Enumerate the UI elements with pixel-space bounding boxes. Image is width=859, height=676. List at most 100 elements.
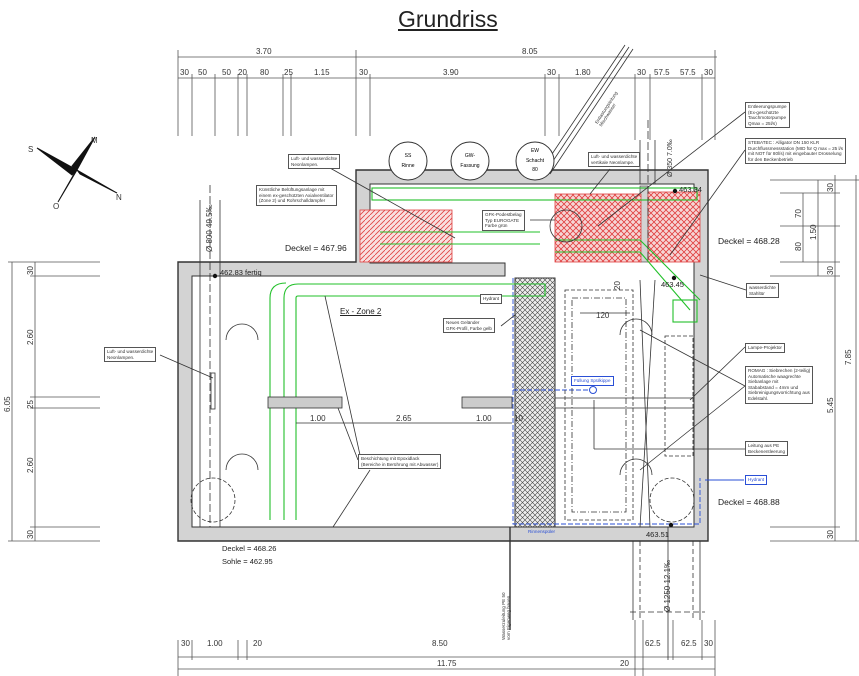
svg-text:5.45: 5.45: [826, 397, 835, 413]
callout-stebatec: STEBATEC : Alligator DN 150 KLR Durchflu…: [745, 138, 847, 165]
callout-lamp: Lampe-Projektor: [745, 343, 785, 353]
svg-text:20: 20: [238, 68, 247, 77]
svg-text:50: 50: [198, 68, 207, 77]
svg-text:30: 30: [359, 68, 368, 77]
callout-romag: ROMAG : Siebrechen (2-teilig) Automatisc…: [745, 366, 814, 404]
svg-text:1.80: 1.80: [575, 68, 591, 77]
svg-text:2.65: 2.65: [396, 414, 412, 423]
svg-text:30: 30: [826, 266, 835, 275]
svg-text:30: 30: [637, 68, 646, 77]
compass-icon: S M O N: [28, 136, 122, 211]
svg-text:57.5: 57.5: [654, 68, 670, 77]
callout-coating: Beschichtung mit Epoxidlack (Bereiche in…: [358, 454, 442, 470]
svg-text:Ø 800 49.5‰: Ø 800 49.5‰: [205, 204, 214, 252]
dimension-labels-left: 30 2.60 25 2.60 30 6.05: [3, 266, 35, 539]
svg-text:20: 20: [613, 281, 622, 290]
equipment-lines: [159, 44, 747, 660]
water-line: [512, 278, 744, 525]
grating-area: [514, 277, 556, 528]
svg-text:8.05: 8.05: [522, 47, 538, 56]
svg-text:57.5: 57.5: [680, 68, 696, 77]
svg-text:25: 25: [26, 400, 35, 409]
svg-text:30: 30: [826, 530, 835, 539]
callout-flush: Füllung Spülkippe: [571, 376, 614, 386]
svg-text:1.00: 1.00: [310, 414, 326, 423]
compass-s: S: [28, 145, 33, 154]
svg-text:Fassung: Fassung: [460, 163, 479, 169]
svg-text:Rinne: Rinne: [401, 163, 414, 169]
svg-text:10: 10: [514, 414, 523, 423]
compass-n: N: [116, 193, 122, 202]
svg-text:30: 30: [26, 266, 35, 275]
svg-text:80: 80: [794, 242, 803, 251]
channel-label: Rinnenspüler: [528, 529, 556, 534]
elevation-deckel-2: Deckel = 468.28: [718, 236, 780, 246]
callout-steel-door: wasserdichte Stahltür: [746, 283, 779, 299]
ventilation-duct: [269, 187, 701, 520]
compass-m: M: [91, 136, 98, 145]
svg-text:Ø 350 7.0‰: Ø 350 7.0‰: [667, 139, 674, 177]
svg-text:Ø 1250 12.1‰: Ø 1250 12.1‰: [663, 560, 672, 612]
callout-neon-left: Luft- und wasserdichte Neonlampen.: [104, 347, 157, 363]
dimension-labels-top: 3.70 8.05 30 50 50 20 80 25 1.15 30 3.90 30 1…: [180, 47, 713, 77]
hatched-area-mid: [554, 193, 642, 263]
elevation-sohle: Sohle = 462.95: [222, 557, 273, 566]
svg-text:62.5: 62.5: [681, 639, 697, 648]
svg-text:80: 80: [532, 167, 538, 173]
compass-o: O: [53, 202, 59, 211]
svg-text:120: 120: [596, 311, 610, 320]
svg-text:30: 30: [704, 639, 713, 648]
svg-text:1.00: 1.00: [476, 414, 492, 423]
elevation-fertig: 462.83 fertig: [220, 268, 262, 277]
hatched-area-right: [647, 191, 701, 263]
elevation-deckel-3: Deckel = 468.88: [718, 497, 780, 507]
callout-railing: Neues Geländer GFK-Profil, Farbe gelb: [443, 318, 495, 334]
elevation-points: [212, 188, 678, 528]
dimension-labels-right: 30 70 80 30 1.50 5.45 30 7.85: [794, 183, 853, 539]
svg-text:1.00: 1.00: [207, 639, 223, 648]
svg-text:30: 30: [180, 68, 189, 77]
elevation-deckel-1: Deckel = 467.96: [285, 243, 347, 253]
svg-text:2.60: 2.60: [26, 457, 35, 473]
svg-text:11.75: 11.75: [437, 659, 457, 668]
svg-text:70: 70: [794, 209, 803, 218]
flush-valve-icon: [589, 386, 597, 394]
dimension-lines: [8, 50, 859, 676]
svg-text:30: 30: [826, 183, 835, 192]
svg-text:6.05: 6.05: [3, 396, 12, 412]
shaft-ew-schacht: EW Schacht 80: [515, 141, 555, 181]
svg-text:50: 50: [222, 68, 231, 77]
elevation-46345: 463.45: [661, 280, 684, 289]
svg-text:30: 30: [547, 68, 556, 77]
svg-text:20: 20: [620, 659, 629, 668]
shaft-ss-rinne: SS Rinne: [388, 141, 428, 181]
svg-text:25: 25: [284, 68, 293, 77]
svg-text:30: 30: [26, 530, 35, 539]
page-title: Grundriss: [398, 6, 498, 32]
svg-text:3.90: 3.90: [443, 68, 459, 77]
inner-space: [191, 183, 695, 528]
svg-text:1.50: 1.50: [809, 224, 818, 240]
svg-text:80: 80: [260, 68, 269, 77]
svg-text:3.70: 3.70: [256, 47, 272, 56]
svg-text:20: 20: [253, 639, 262, 648]
hatched-area-left: [359, 209, 453, 263]
water-supply-label: Wasserzuleitung PE 50 vom Eigenweg bauen: [501, 592, 512, 640]
callout-neon-vertical: Luft- und wasserdichte vertikale Neonlam…: [588, 152, 641, 168]
pipe-labels: Ø 800 49.5‰ Ø 350 7.0‰ Ø 1250 12.1‰: [205, 139, 674, 612]
svg-text:SS: SS: [405, 153, 412, 159]
svg-text:1.15: 1.15: [314, 68, 330, 77]
callout-hydrant-1: Hydrant: [480, 294, 503, 304]
shaft-gw-fassung: GW- Fassung: [450, 141, 490, 181]
callout-ventilation: Künstliche Belüftungsanlage mit einem ex…: [256, 185, 337, 206]
zone-label: Ex - Zone 2: [340, 307, 382, 316]
callout-pump: Entleerungspumpe (Ex-geschützte Tauchmot…: [745, 102, 790, 129]
callout-hydrant-2: Hydrant: [745, 475, 768, 485]
svg-text:Schacht: Schacht: [526, 158, 545, 164]
svg-text:GW-: GW-: [465, 153, 476, 159]
svg-text:2.60: 2.60: [26, 329, 35, 345]
svg-text:7.85: 7.85: [844, 349, 853, 365]
elevation-46351: 463.51: [646, 530, 669, 539]
